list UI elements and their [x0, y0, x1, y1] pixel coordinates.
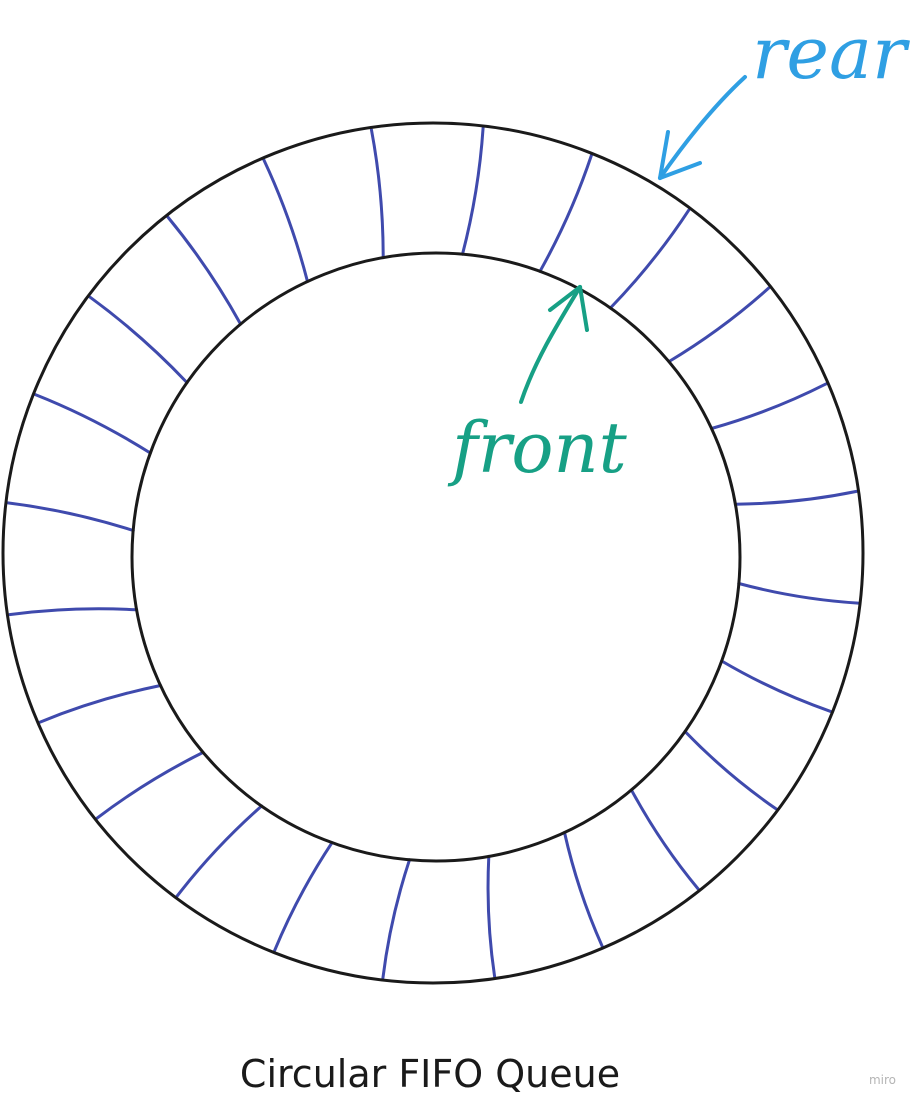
slot-divider: [667, 286, 771, 364]
diagram-caption: Circular FIFO Queue: [239, 1052, 621, 1096]
slot-divider: [737, 582, 860, 605]
slot-divider: [683, 729, 778, 811]
slot-divider: [369, 128, 385, 260]
slot-divider: [629, 788, 700, 891]
slot-divider: [710, 382, 828, 430]
slot-divider: [166, 215, 243, 326]
outer-ring: [1, 121, 865, 985]
miro-watermark: miro: [868, 1073, 896, 1087]
front-label: front: [447, 407, 628, 489]
slot-divider: [6, 501, 135, 532]
slot-divider: [88, 295, 189, 385]
slot-divider: [608, 208, 691, 310]
rear-arrow: [658, 75, 747, 180]
slot-divider: [33, 393, 152, 455]
slot-divider: [95, 750, 205, 820]
slot-divider: [273, 841, 334, 953]
slot-divider: [563, 831, 604, 948]
slot-divider: [461, 126, 485, 256]
slot-divider: [733, 489, 858, 506]
inner-ring: [130, 251, 742, 863]
slot-divider: [538, 153, 593, 273]
slot-divider: [486, 854, 497, 978]
slot-divider: [8, 607, 139, 617]
front-arrow: [519, 285, 589, 404]
slot-divider: [720, 659, 833, 713]
slot-divider: [38, 684, 162, 724]
slot-divider: [262, 158, 309, 283]
slot-divider: [381, 858, 411, 980]
slot-dividers: [6, 126, 860, 980]
rear-label: rear: [752, 11, 910, 95]
slot-divider: [175, 804, 264, 898]
